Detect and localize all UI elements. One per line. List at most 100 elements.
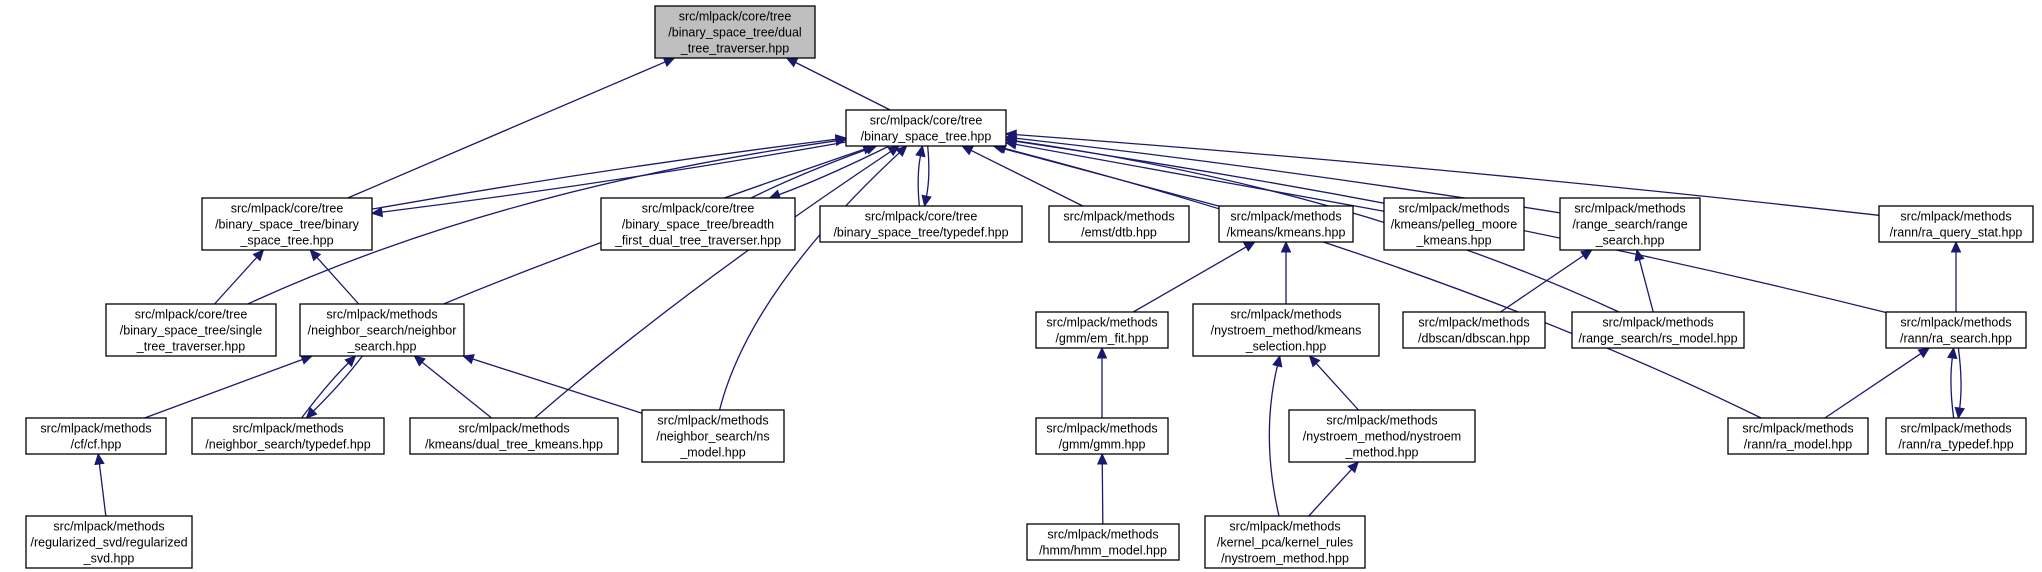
edge-line: [970, 149, 1084, 207]
node-label-line: src/mlpack/methods: [657, 414, 768, 428]
arrowhead-icon: [1096, 452, 1108, 465]
node-box: [105, 303, 277, 357]
node-dual-tree-traverser[interactable]: src/mlpack/core/tree/binary_space_tree/d…: [654, 5, 816, 59]
edge-line: [1957, 347, 1962, 409]
node-gmm-em-fit[interactable]: src/mlpack/methods/gmm/em_fit.hpp: [1035, 311, 1169, 349]
node-label-line: src/mlpack/core/tree: [865, 210, 978, 224]
node-label-line: _search.hpp: [347, 340, 417, 354]
node-label-line: src/mlpack/methods: [1398, 202, 1509, 216]
node-label-line: /dbscan/dbscan.hpp: [1418, 332, 1530, 346]
node-rs-model[interactable]: src/mlpack/methods/range_search/rs_model…: [1571, 311, 1745, 349]
edge-line: [1950, 357, 1955, 419]
edge-line: [421, 361, 492, 419]
node-label-line: /binary_space_tree/typedef.hpp: [833, 226, 1008, 240]
arrowhead-icon: [895, 145, 908, 158]
node-breadth-first[interactable]: src/mlpack/core/tree/binary_space_tree/b…: [600, 197, 796, 251]
node-kernel-rules[interactable]: src/mlpack/methods/kernel_pca/kernel_rul…: [1204, 515, 1366, 569]
node-label-line: src/mlpack/methods: [53, 520, 164, 534]
edge-line: [301, 362, 349, 419]
edge-gmm_em_fit-to-kmeans: [1132, 241, 1256, 313]
node-bst-typedef[interactable]: src/mlpack/core/tree/binary_space_tree/t…: [819, 205, 1023, 243]
node-box: [25, 515, 193, 569]
edge-regularized_svd-to-cf: [94, 452, 107, 517]
edge-line: [1015, 143, 1385, 212]
node-label-line: src/mlpack/core/tree: [642, 202, 755, 216]
node-label-line: /neighbor_search/typedef.hpp: [205, 438, 370, 452]
node-neighbor-search[interactable]: src/mlpack/methods/neighbor_search/neigh…: [299, 303, 465, 357]
node-box: [1026, 523, 1180, 561]
node-cf[interactable]: src/mlpack/methods/cf/cf.hpp: [25, 417, 167, 455]
node-nystroem-kmeans[interactable]: src/mlpack/methods/nystroem_method/kmean…: [1192, 303, 1380, 357]
node-emst-dtb[interactable]: src/mlpack/methods/emst/dtb.hpp: [1048, 205, 1190, 243]
edge-line: [1132, 246, 1247, 313]
edge-line: [214, 256, 258, 305]
node-ra-model[interactable]: src/mlpack/methods/rann/ra_model.hpp: [1727, 417, 1869, 455]
node-nystroem-method[interactable]: src/mlpack/methods/nystroem_method/nystr…: [1288, 409, 1476, 463]
node-ra-query-stat[interactable]: src/mlpack/methods/rann/ra_query_stat.hp…: [1878, 205, 2034, 243]
node-label-line: /binary_space_tree/binary: [215, 218, 360, 232]
node-label-line: src/mlpack/methods: [40, 422, 151, 436]
node-label-line: _kmeans.hpp: [1415, 234, 1491, 248]
edge-ns_model-to-neighbor_search: [462, 354, 643, 414]
node-label-line: _search.hpp: [1595, 234, 1665, 248]
edge-single_tree-to-binary_space_tree: [247, 135, 848, 305]
node-label-line: src/mlpack/core/tree: [231, 202, 344, 216]
edge-dual_tree_kmeans-to-binary_space_tree: [534, 145, 901, 419]
node-gmm[interactable]: src/mlpack/methods/gmm/gmm.hpp: [1035, 417, 1169, 455]
node-dual-tree-kmeans[interactable]: src/mlpack/methods/kmeans/dual_tree_kmea…: [409, 417, 619, 455]
node-kmeans[interactable]: src/mlpack/methods/kmeans/kmeans.hpp: [1218, 205, 1354, 243]
node-label-line: /rann/ra_query_stat.hpp: [1890, 226, 2023, 240]
edge-line: [98, 463, 107, 517]
edge-line: [1101, 463, 1104, 525]
node-ns-model[interactable]: src/mlpack/methods/neighbor_search/ns_mo…: [641, 409, 785, 463]
node-ra-typedef[interactable]: src/mlpack/methods/rann/ra_typedef.hpp: [1885, 417, 2027, 455]
node-bst-binary-space-tree[interactable]: src/mlpack/core/tree/binary_space_tree/b…: [201, 197, 373, 251]
node-label-line: /emst/dtb.hpp: [1081, 226, 1157, 240]
edge-ra_search-to-ra_typedef: [1954, 347, 1965, 420]
edge-emst_dtb-to-binary_space_tree: [961, 145, 1084, 207]
edge-line: [917, 155, 922, 207]
arrowhead-icon: [94, 452, 105, 466]
arrowhead-icon: [305, 406, 318, 419]
edge-line: [534, 151, 892, 419]
node-hmm-model[interactable]: src/mlpack/methods/hmm/hmm_model.hpp: [1026, 523, 1180, 561]
node-label-line: /neighbor_search/ns: [656, 430, 769, 444]
node-ra-search[interactable]: src/mlpack/methods/rann/ra_search.hpp: [1885, 311, 2027, 349]
node-label-line: _method.hpp: [1345, 446, 1419, 460]
edge-line: [1638, 259, 1654, 313]
node-box: [845, 109, 1007, 147]
edge-line: [1824, 353, 1922, 419]
arrowhead-icon: [834, 135, 848, 147]
node-label-line: /kernel_pca/kernel_rules: [1217, 536, 1353, 550]
arrowhead-icon: [370, 206, 384, 218]
edge-bst_binary_space_tree-to-dual_tree_traverser: [347, 57, 676, 199]
edge-line: [925, 145, 930, 197]
node-label-line: src/mlpack/methods: [326, 308, 437, 322]
node-regularized-svd[interactable]: src/mlpack/methods/regularized_svd/regul…: [25, 515, 193, 569]
node-label-line: /gmm/gmm.hpp: [1059, 438, 1146, 452]
node-dbscan[interactable]: src/mlpack/methods/dbscan/dbscan.hpp: [1402, 311, 1546, 349]
node-binary-space-tree[interactable]: src/mlpack/core/tree/binary_space_tree.h…: [845, 109, 1007, 147]
node-label-line: /rann/ra_search.hpp: [1900, 332, 2012, 346]
arrowhead-icon: [961, 145, 974, 156]
arrowhead-icon: [1096, 346, 1108, 359]
node-box: [819, 205, 1023, 243]
edge-ra_search-to-ra_query_stat: [1950, 240, 1962, 312]
arrowhead-icon: [1243, 241, 1256, 252]
node-label-line: /rann/ra_model.hpp: [1744, 438, 1852, 452]
node-label-line: src/mlpack/methods: [1229, 520, 1340, 534]
node-label-line: _svd.hpp: [83, 552, 135, 566]
node-range-search[interactable]: src/mlpack/methods/range_search/range_se…: [1559, 197, 1701, 251]
edge-line: [144, 358, 303, 419]
node-label-line: src/mlpack/core/tree: [870, 114, 983, 128]
node-box: [25, 417, 167, 455]
node-label-line: src/mlpack/methods: [1602, 316, 1713, 330]
arrowhead-icon: [1947, 346, 1958, 360]
edge-line: [1308, 468, 1352, 517]
edge-hmm_model-to-gmm: [1096, 452, 1108, 525]
node-ns-typedef[interactable]: src/mlpack/methods/neighbor_search/typed…: [191, 417, 385, 455]
node-pelleg-moore[interactable]: src/mlpack/methods/kmeans/pelleg_moore_k…: [1383, 197, 1525, 251]
node-single-tree[interactable]: src/mlpack/core/tree/binary_space_tree/s…: [105, 303, 277, 357]
edge-line: [371, 138, 837, 210]
